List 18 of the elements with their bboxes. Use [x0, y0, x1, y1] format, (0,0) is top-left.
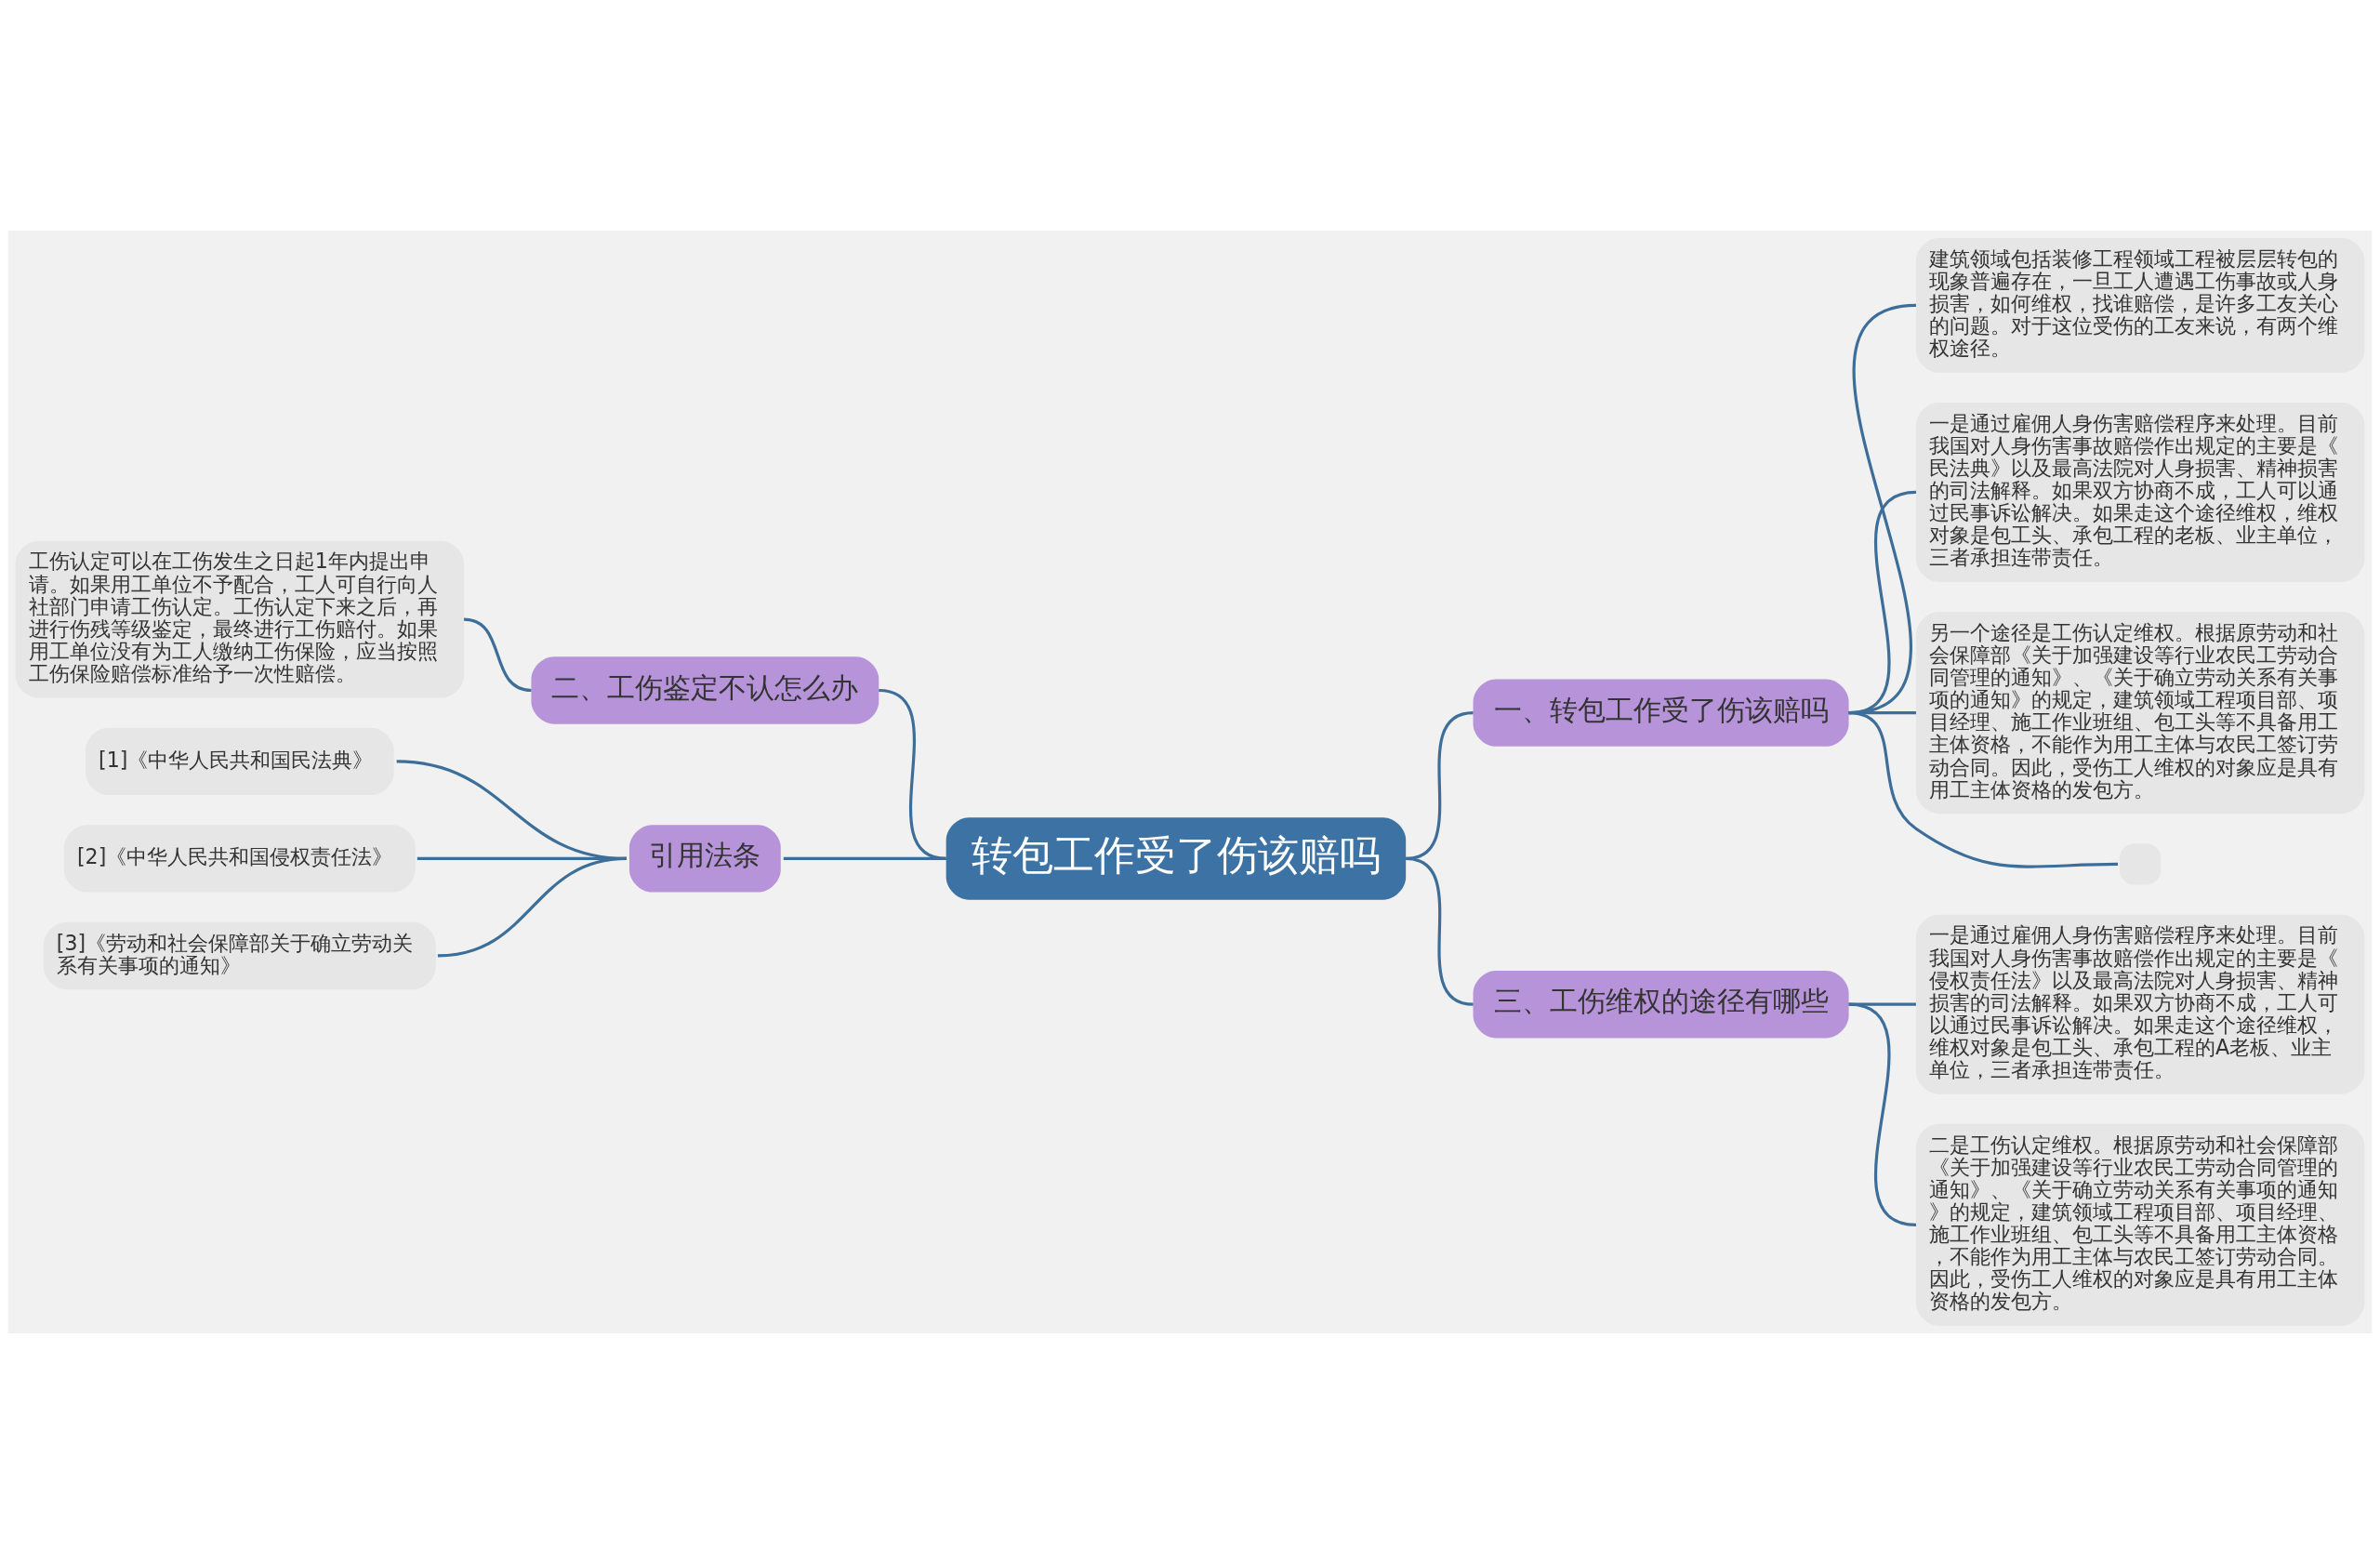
node-box: 三、工伤维权的途径有哪些 [1473, 970, 1849, 1038]
connector [463, 617, 532, 692]
connector [1848, 1002, 1917, 1226]
connector [783, 856, 946, 860]
node-box: 工伤认定可以在工伤发生之日起1年内提出申请。如果用工单位不予配合，工人可自行向人社部门申请工伤认定。工伤认定下来之后，再进行伤残等级鉴定，最终进行工伤赔付。如果用工单位没有为工人缴纳工伤保险，应当按照工伤保险赔偿标准给予一次性赔偿。 [15, 540, 465, 698]
node-box: 转包工作受了伤该赔吗 [945, 816, 1407, 900]
node-box: 二、工伤鉴定不认怎么办 [531, 656, 879, 724]
node-box: 建筑领域包括装修工程领域工程被层层转包的现象普遍存在，一旦工人遭遇工伤事故或人身损害，如何维权，找谁赔偿，是许多工友关心的问题。对于这位受伤的工友来说，有两个维权途径。 [1915, 237, 2365, 373]
connector [1405, 856, 1474, 1006]
node-box: 一、转包工作受了伤该赔吗 [1473, 678, 1849, 747]
node-box: 二是工伤认定维权。根据原劳动和社会保障部《关于加强建设等行业农民工劳动合同管理的通知》、《关于确立劳动关系有关事项的通知》的规定，建筑领域工程项目部、项目经理、施工作业班组、包工头等不具备用工主体资格，不能作为用工主体与农民工签订劳动合同。因此，受伤工人维权的对象应是具有用工主体资格的发包方。 [1915, 1123, 2365, 1326]
node-box: 引用法条 [628, 824, 781, 893]
connector [1848, 710, 2119, 868]
node-box: 一是通过雇佣人身伤害赔偿程序来处理。目前我国对人身伤害事故赔偿作出规定的主要是《侵权责任法》以及最高法院对人身损害、精神损害的司法解释。如果双方协商不成，工人可以通过民事诉讼解决。如果走这个途径维权，维权对象是包工头、承包工程的A老板、业主单位，三者承担连带责任。 [1915, 914, 2365, 1094]
node-box: [2]《中华人民共和国侵权责任法》 [63, 824, 416, 893]
node-box: 另一个途径是工伤认定维权。根据原劳动和社会保障部《关于加强建设等行业农民工劳动合同管理的通知》、《关于确立劳动关系有关事项的通知》的规定，建筑领域工程项目部、项目经理、施工作业班组、包工头等不具备用工主体资格，不能作为用工主体与农民工签订劳动合同。因此，受伤工人维权的对象应是具有用工主体资格的发包方。 [1915, 611, 2365, 814]
node-box: 一是通过雇佣人身伤害赔偿程序来处理。目前我国对人身伤害事故赔偿作出规定的主要是《民法典》以及最高法院对人身损害、精神损害的司法解释。如果双方协商不成，工人可以通过民事诉讼解决。如果走这个途径维权，维权对象是包工头、承包工程的老板、业主单位，三者承担连带责任。 [1915, 402, 2365, 582]
connector [437, 856, 628, 958]
